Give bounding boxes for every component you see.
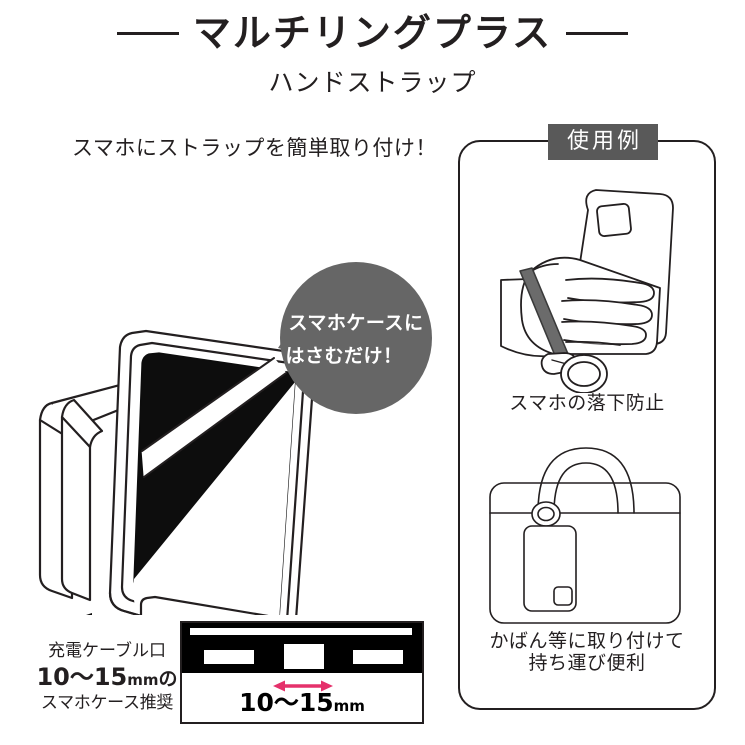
usage-caption-bag-attach: かばん等に取り付けて 持ち運び便利 <box>458 630 716 675</box>
phone-case-insert-illustration <box>14 155 334 615</box>
spec-value: 10〜15 <box>36 663 128 692</box>
left-headline: スマホにストラップを簡単取り付け！ <box>72 136 437 160</box>
usage-caption-drop-prevention: スマホの落下防止 <box>509 392 665 414</box>
phone-bottom-cross-section <box>182 623 422 673</box>
measurement-diagram: 10〜15mm <box>180 621 424 724</box>
page-subtitle: ハンドストラップ <box>268 67 477 97</box>
usage-caption-bag-attach-line2: 持ち運び便利 <box>528 652 646 675</box>
spec-text-block: 充電ケーブル口 10〜15mmの スマホケース推奨 <box>33 641 181 714</box>
title-rule-right <box>566 32 629 36</box>
page-title: マルチリングプラス <box>192 11 553 55</box>
usage-caption-bag-attach-line1: かばん等に取り付けて <box>489 630 685 652</box>
speech-bubble-badge: スマホケースに はさむだけ！ <box>272 258 432 418</box>
speaker-cutout-left <box>203 649 255 665</box>
charging-port-cutout <box>283 643 325 670</box>
speaker-cutout-right <box>352 649 404 665</box>
spec-unit: mm <box>127 671 159 690</box>
measurement-unit: mm <box>333 697 365 715</box>
spec-tail: の <box>158 668 178 691</box>
case-edge-strip <box>190 628 412 635</box>
spec-line-1: 充電ケーブル口 <box>48 641 166 661</box>
title-rule-left <box>116 32 179 36</box>
spec-line-2: 10〜15mmの <box>33 663 181 692</box>
measurement-value: 10〜15 <box>239 688 334 717</box>
insert-direction-arrow <box>86 613 92 615</box>
spec-line-3: スマホケース推奨 <box>40 693 174 714</box>
measurement-arrow-icon <box>273 680 333 692</box>
hand-holding-phone-with-strap <box>470 168 705 393</box>
bag-with-phone-hanging <box>482 436 697 631</box>
header: マルチリングプラス ハンドストラップ <box>0 11 745 99</box>
measurement-label: 10〜15mm <box>182 689 422 717</box>
measurement-label-area: 10〜15mm <box>182 673 422 722</box>
title-row: マルチリングプラス <box>0 11 745 56</box>
usage-examples-badge: 使用例 <box>548 124 659 161</box>
